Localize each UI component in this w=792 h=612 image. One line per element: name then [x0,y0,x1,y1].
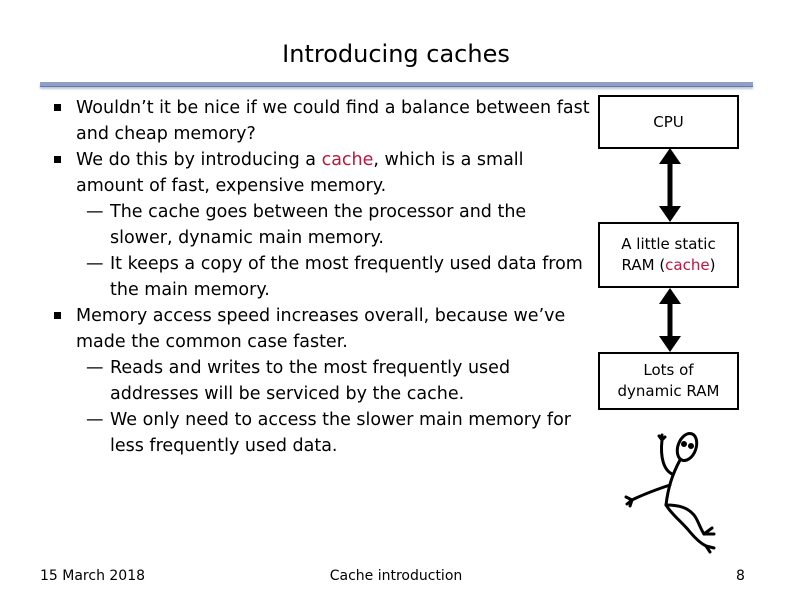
title-rule [40,82,753,87]
double-arrow-icon [659,148,681,222]
bullet-square-icon [54,104,61,111]
dash-marker: — [86,254,104,274]
footer-date: 15 March 2018 [40,568,146,584]
highlighted-term: cache [321,150,374,170]
cpu-box: CPU [598,95,739,149]
bullet-text: The cache goes between the processor and… [110,202,527,248]
dash-marker: — [86,358,104,378]
list-item: — We only need to access the slower main … [52,407,592,459]
page-number: 8 [736,568,745,584]
cache-label-line1: A little static [621,235,716,253]
bullet-text: Wouldn’t it be nice if we could find a b… [76,98,590,144]
bullet-text: Memory access speed increases overall, b… [76,306,566,352]
list-item: — The cache goes between the processor an… [52,199,592,251]
bullet-list: Wouldn’t it be nice if we could find a b… [52,95,592,459]
cache-box: A little static RAM (cache) [598,222,739,288]
bullet-text: Reads and writes to the most frequently … [110,358,511,404]
stick-figure-icon [624,431,716,554]
dram-label-line2: dynamic RAM [617,382,720,400]
bullet-text: We do this by introducing a [76,150,322,170]
bullet-text: We only need to access the slower main m… [110,410,571,456]
list-item: — Reads and writes to the most frequently… [52,355,592,407]
footer-title: Cache introduction [329,568,463,584]
dash-marker: — [86,410,104,430]
slide-title: Introducing caches [282,40,510,68]
dram-label-line1: Lots of [643,361,694,379]
bullet-square-icon [54,312,61,319]
list-item: We do this by introducing a cache, which… [52,147,592,199]
bullet-text: , which is a small amount of fast, expen… [76,150,524,196]
cache-label-highlight: cache [665,256,710,274]
cpu-label: CPU [653,112,684,131]
dram-box: Lots of dynamic RAM [598,352,739,410]
list-item: Memory access speed increases overall, b… [52,303,592,355]
list-item: — It keeps a copy of the most frequently … [52,251,592,303]
dash-marker: — [86,202,104,222]
bullet-square-icon [54,156,61,163]
cache-label-suffix: ) [709,256,716,274]
list-item: Wouldn’t it be nice if we could find a b… [52,95,592,147]
double-arrow-icon [659,288,681,352]
bullet-text: It keeps a copy of the most frequently u… [110,254,583,300]
cache-label-line2: RAM (cache) [600,255,737,276]
cache-label-prefix: RAM ( [621,256,666,274]
